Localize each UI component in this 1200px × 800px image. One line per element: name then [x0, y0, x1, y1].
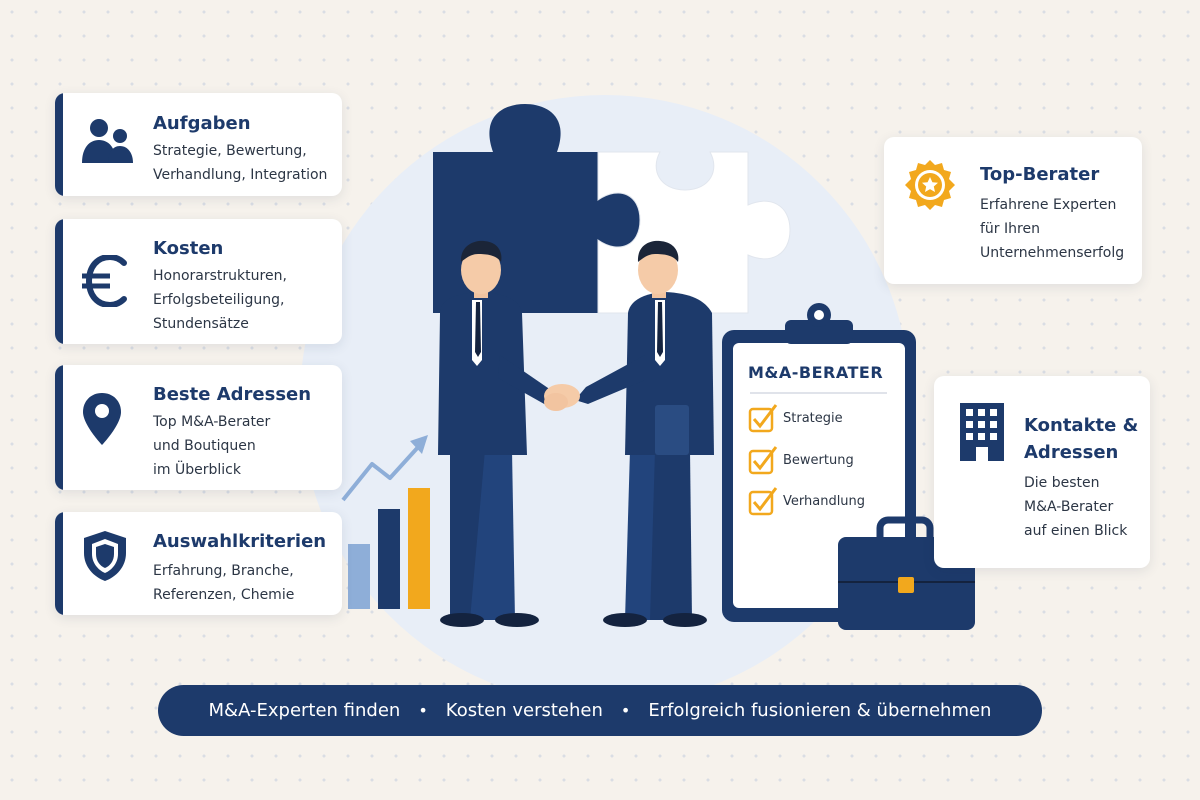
- card-title: Aufgaben: [153, 113, 251, 134]
- card-aufgaben: Aufgaben Strategie, Bewertung, Verhandlu…: [55, 93, 342, 196]
- location-pin-icon: [83, 393, 121, 445]
- banner-separator: •: [620, 701, 631, 720]
- banner-item: M&A-Experten finden: [208, 700, 401, 721]
- banner-separator: •: [418, 701, 428, 720]
- shield-icon: [84, 531, 126, 581]
- card-description: Strategie, Bewertung, Verhandlung, Integ…: [153, 143, 328, 183]
- card-description: Erfahrung, Branche, Referenzen, Chemie: [153, 563, 295, 603]
- checklist-item: Strategie: [783, 411, 843, 426]
- clipboard-title: M&A-BERATER: [748, 363, 884, 382]
- card-kontakte-adressen: Kontakte & Adressen Die besten M&A-Berat…: [934, 376, 1150, 568]
- card-description: Erfahrene Experten für Ihren Unternehmen…: [980, 197, 1125, 261]
- badge-star-icon: [905, 160, 955, 210]
- euro-icon: [82, 255, 127, 307]
- card-title: Top-Berater: [980, 164, 1100, 185]
- card-title: Kosten: [153, 238, 224, 259]
- office-building-icon: [960, 403, 1004, 461]
- card-kosten: Kosten Honorarstrukturen, Erfolgsbeteili…: [55, 219, 342, 344]
- card-description: Die besten M&A-Berater auf einen Blick: [1024, 475, 1128, 539]
- checklist-item: Bewertung: [783, 453, 854, 468]
- businessman-left: [438, 240, 556, 627]
- growth-chart-icon: [341, 435, 430, 609]
- bottom-banner: M&A-Experten finden • Kosten verstehen •…: [158, 685, 1042, 736]
- banner-item: Kosten verstehen: [445, 700, 603, 721]
- handshake-icon: [544, 384, 580, 411]
- banner-item: Erfolgreich fusionieren & übernehmen: [648, 700, 992, 721]
- card-description: Honorarstrukturen, Erfolgsbeteiligung, S…: [153, 268, 287, 332]
- card-description: Top M&A-Berater und Boutiquen im Überbli…: [153, 414, 271, 478]
- card-title: Kontakte & Adressen: [1024, 415, 1139, 463]
- card-top-berater: Top-Berater Erfahrene Experten für Ihren…: [884, 137, 1142, 284]
- card-title: Auswahlkriterien: [153, 531, 327, 552]
- businessman-right: [575, 240, 714, 627]
- checkbox-icon: [748, 404, 778, 516]
- card-beste-adressen: Beste Adressen Top M&A-Berater und Bouti…: [55, 365, 342, 490]
- card-title: Beste Adressen: [153, 384, 312, 405]
- people-icon: [82, 119, 133, 163]
- card-auswahlkriterien: Auswahlkriterien Erfahrung, Branche, Ref…: [55, 512, 342, 615]
- checklist-item: Verhandlung: [783, 494, 866, 509]
- folder-icon: [655, 405, 689, 455]
